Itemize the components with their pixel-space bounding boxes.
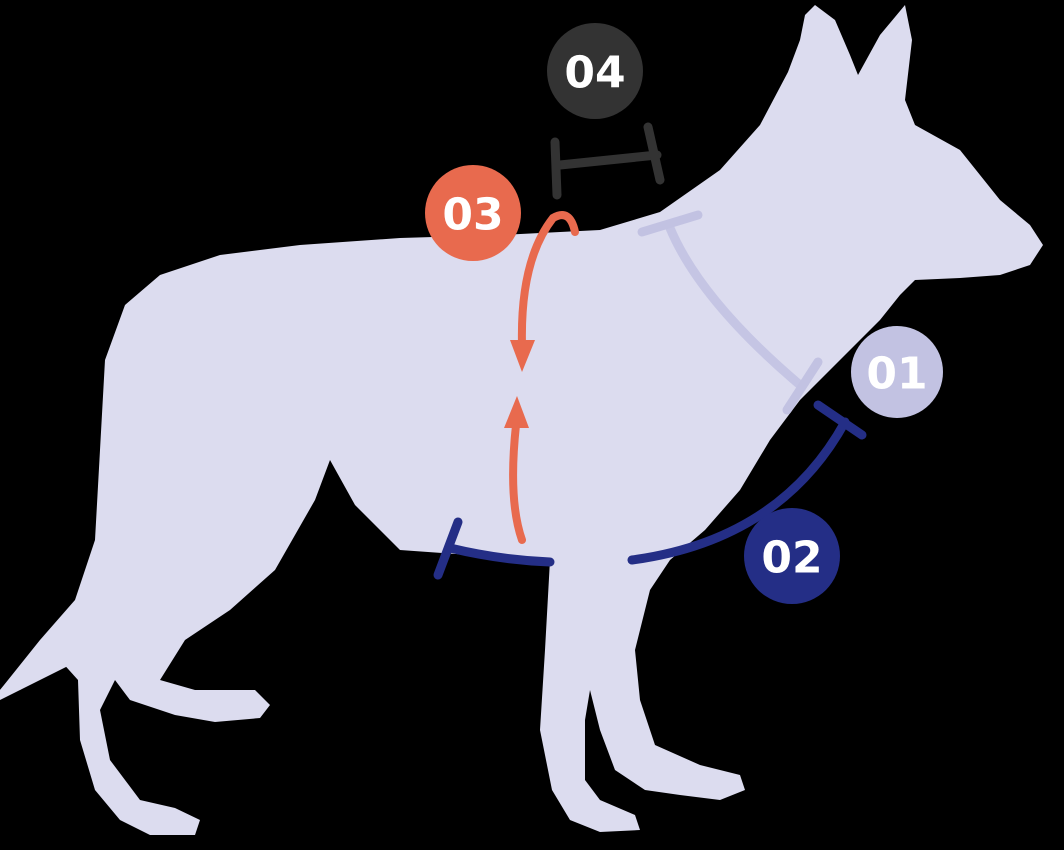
girth-measurement <box>504 211 579 544</box>
length-measurement-cap-right <box>813 400 867 440</box>
back-measurement-cap-left <box>550 137 562 200</box>
girth-arrow-down-icon <box>510 340 535 372</box>
back-measurement-cap-right <box>643 122 665 185</box>
length-measurement-line-right <box>627 417 850 565</box>
girth-measurement-arc-top <box>517 211 579 349</box>
marker-01: 01 <box>851 326 943 418</box>
marker-03-label: 03 <box>442 190 503 241</box>
length-measurement <box>433 400 867 580</box>
marker-03: 03 <box>425 165 521 261</box>
marker-02: 02 <box>744 508 840 604</box>
back-measurement <box>550 122 665 200</box>
marker-04-label: 04 <box>564 48 625 99</box>
marker-04: 04 <box>547 23 643 119</box>
length-measurement-cap-left <box>433 517 463 580</box>
neck-measurement-cap-bottom <box>782 357 823 415</box>
marker-02-circle <box>744 508 840 604</box>
neck-measurement-arc <box>665 223 805 390</box>
marker-02-label: 02 <box>761 533 822 584</box>
girth-measurement-arc-bottom <box>509 421 526 544</box>
marker-03-circle <box>425 165 521 261</box>
neck-measurement-cap-top <box>637 210 703 237</box>
neck-measurement <box>637 210 823 415</box>
dog-tail-fur <box>0 620 110 700</box>
marker-04-circle <box>547 23 643 119</box>
girth-arrow-up-icon <box>504 396 529 428</box>
marker-01-circle <box>851 326 943 418</box>
back-measurement-line <box>555 150 662 170</box>
marker-01-label: 01 <box>866 349 927 400</box>
length-measurement-line-left <box>445 543 555 567</box>
